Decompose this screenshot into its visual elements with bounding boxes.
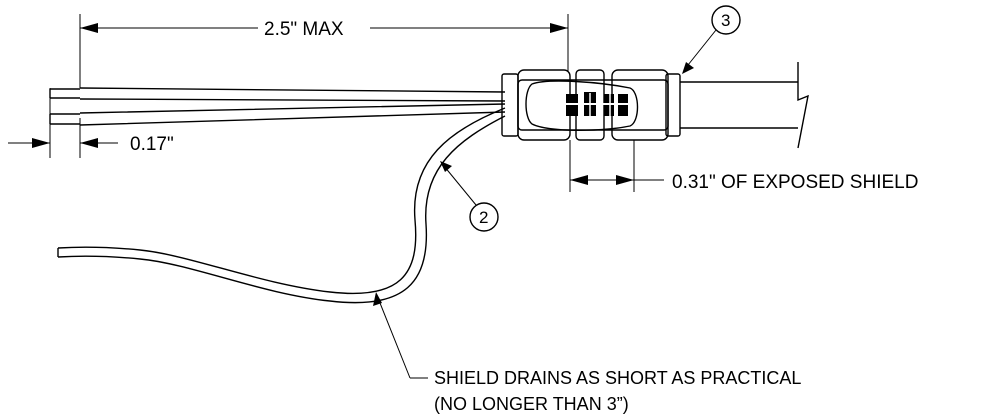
balloon-3: 3: [682, 5, 741, 74]
shield-sleeve: [501, 69, 681, 141]
upper-conductor-bare: [49, 88, 80, 99]
drain-note-callout: SHIELD DRAINS AS SHORT AS PRACTICAL (NO …: [373, 292, 801, 414]
sleeve-band-left: [501, 73, 519, 137]
balloon-3-circle: [711, 5, 741, 35]
lower-conductor-bare: [49, 113, 80, 125]
shield-arrowhead-left: [570, 175, 588, 185]
drain-note-line-2: (NO LONGER THAN 3”): [434, 394, 629, 414]
drain-note-line-1: SHIELD DRAINS AS SHORT AS PRACTICAL: [434, 368, 801, 388]
upper-conductor-insulated: [79, 87, 506, 102]
balloon-2-arrowhead: [440, 161, 452, 172]
balloon-2: 2: [440, 161, 499, 232]
sleeve-band-right: [665, 73, 681, 137]
lower-conductor-insulated: [79, 103, 506, 126]
arrowhead-left: [80, 23, 98, 33]
balloon-2-circle: [469, 202, 499, 232]
drain-note-arrowhead: [373, 292, 382, 306]
strip-arrowhead-left: [32, 138, 50, 148]
balloon-2-number: 2: [479, 208, 488, 227]
arrowhead-right: [550, 23, 568, 33]
overall-length-label: 2.5" MAX: [264, 19, 344, 40]
cable-break-symbol: [797, 62, 809, 149]
exposed-shield-outline: [525, 80, 639, 131]
shield-arrowhead-right: [616, 175, 634, 185]
drain-wire-upper-edge: [57, 107, 506, 295]
drain-wire: [57, 107, 506, 304]
balloon-2-leader: [443, 165, 477, 206]
drain-note-leader-diag: [377, 297, 411, 379]
balloon-3-arrowhead: [682, 62, 694, 74]
drain-wire-lower-edge: [57, 115, 506, 304]
balloon-3-leader: [683, 29, 717, 71]
balloon-3-number: 3: [721, 11, 730, 30]
exposed-shield-dimension: 0.31" OF EXPOSED SHIELD: [569, 140, 918, 193]
exposed-shield-label: 0.31" OF EXPOSED SHIELD: [672, 172, 918, 193]
cable-jacket: [680, 62, 809, 149]
strip-length-label: 0.17": [130, 134, 174, 155]
strip-arrowhead-right: [80, 138, 98, 148]
conductors: [49, 87, 506, 126]
overall-length-dimension: 2.5" MAX: [79, 14, 569, 88]
